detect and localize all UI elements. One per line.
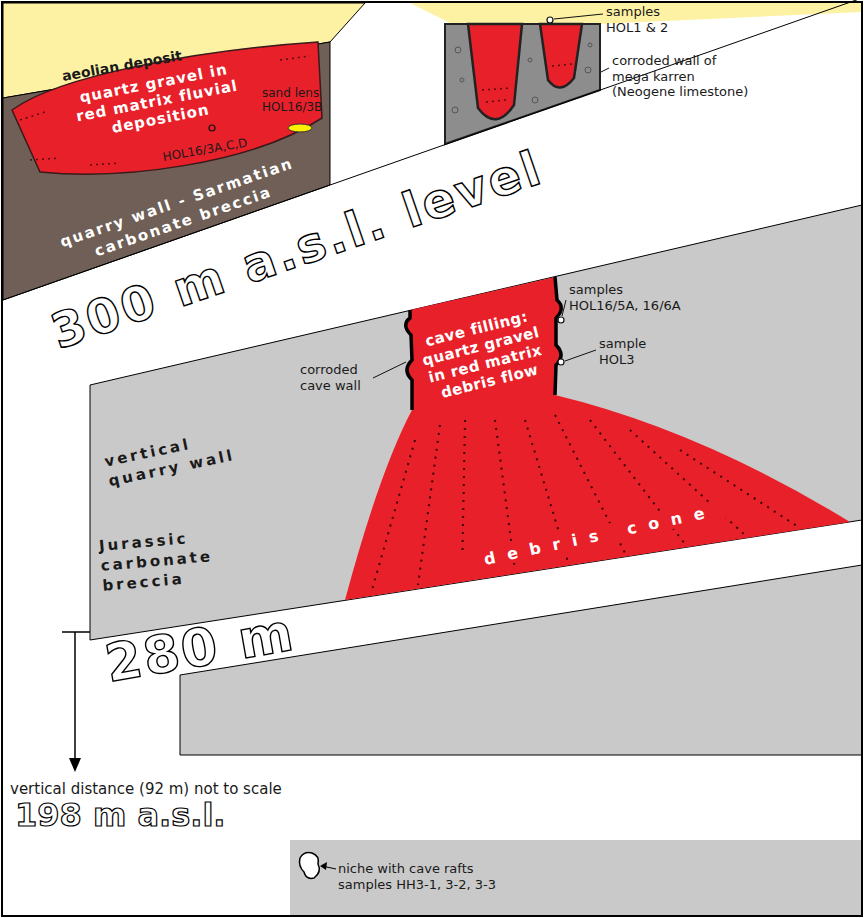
- callout-label: corroded wall of mega karren (Neogene li…: [612, 53, 752, 100]
- sample-label: sample HOL3: [599, 336, 661, 367]
- node-text: cave filling: quartz gravel in red matri…: [406, 303, 559, 407]
- sample-label: samples HOL1 & 2: [606, 4, 674, 35]
- wall-label: Jurassic carbonate breccia: [98, 524, 238, 596]
- note-label: vertical distance (92 m) not to scale: [10, 780, 330, 798]
- level-label: 198 m a.s.l.: [15, 796, 305, 834]
- sample-label: sand lens HOL16/3B: [262, 86, 324, 115]
- sample-label: samples HOL16/5A, 16/6A: [569, 282, 681, 313]
- callout-label: niche with cave rafts samples HH3-1, 3-2…: [338, 861, 524, 892]
- callout-label: corroded cave wall: [300, 362, 372, 393]
- cave-filling: cave filling: quartz gravel in red matri…: [345, 277, 850, 600]
- node-text: debris cone: [457, 496, 743, 575]
